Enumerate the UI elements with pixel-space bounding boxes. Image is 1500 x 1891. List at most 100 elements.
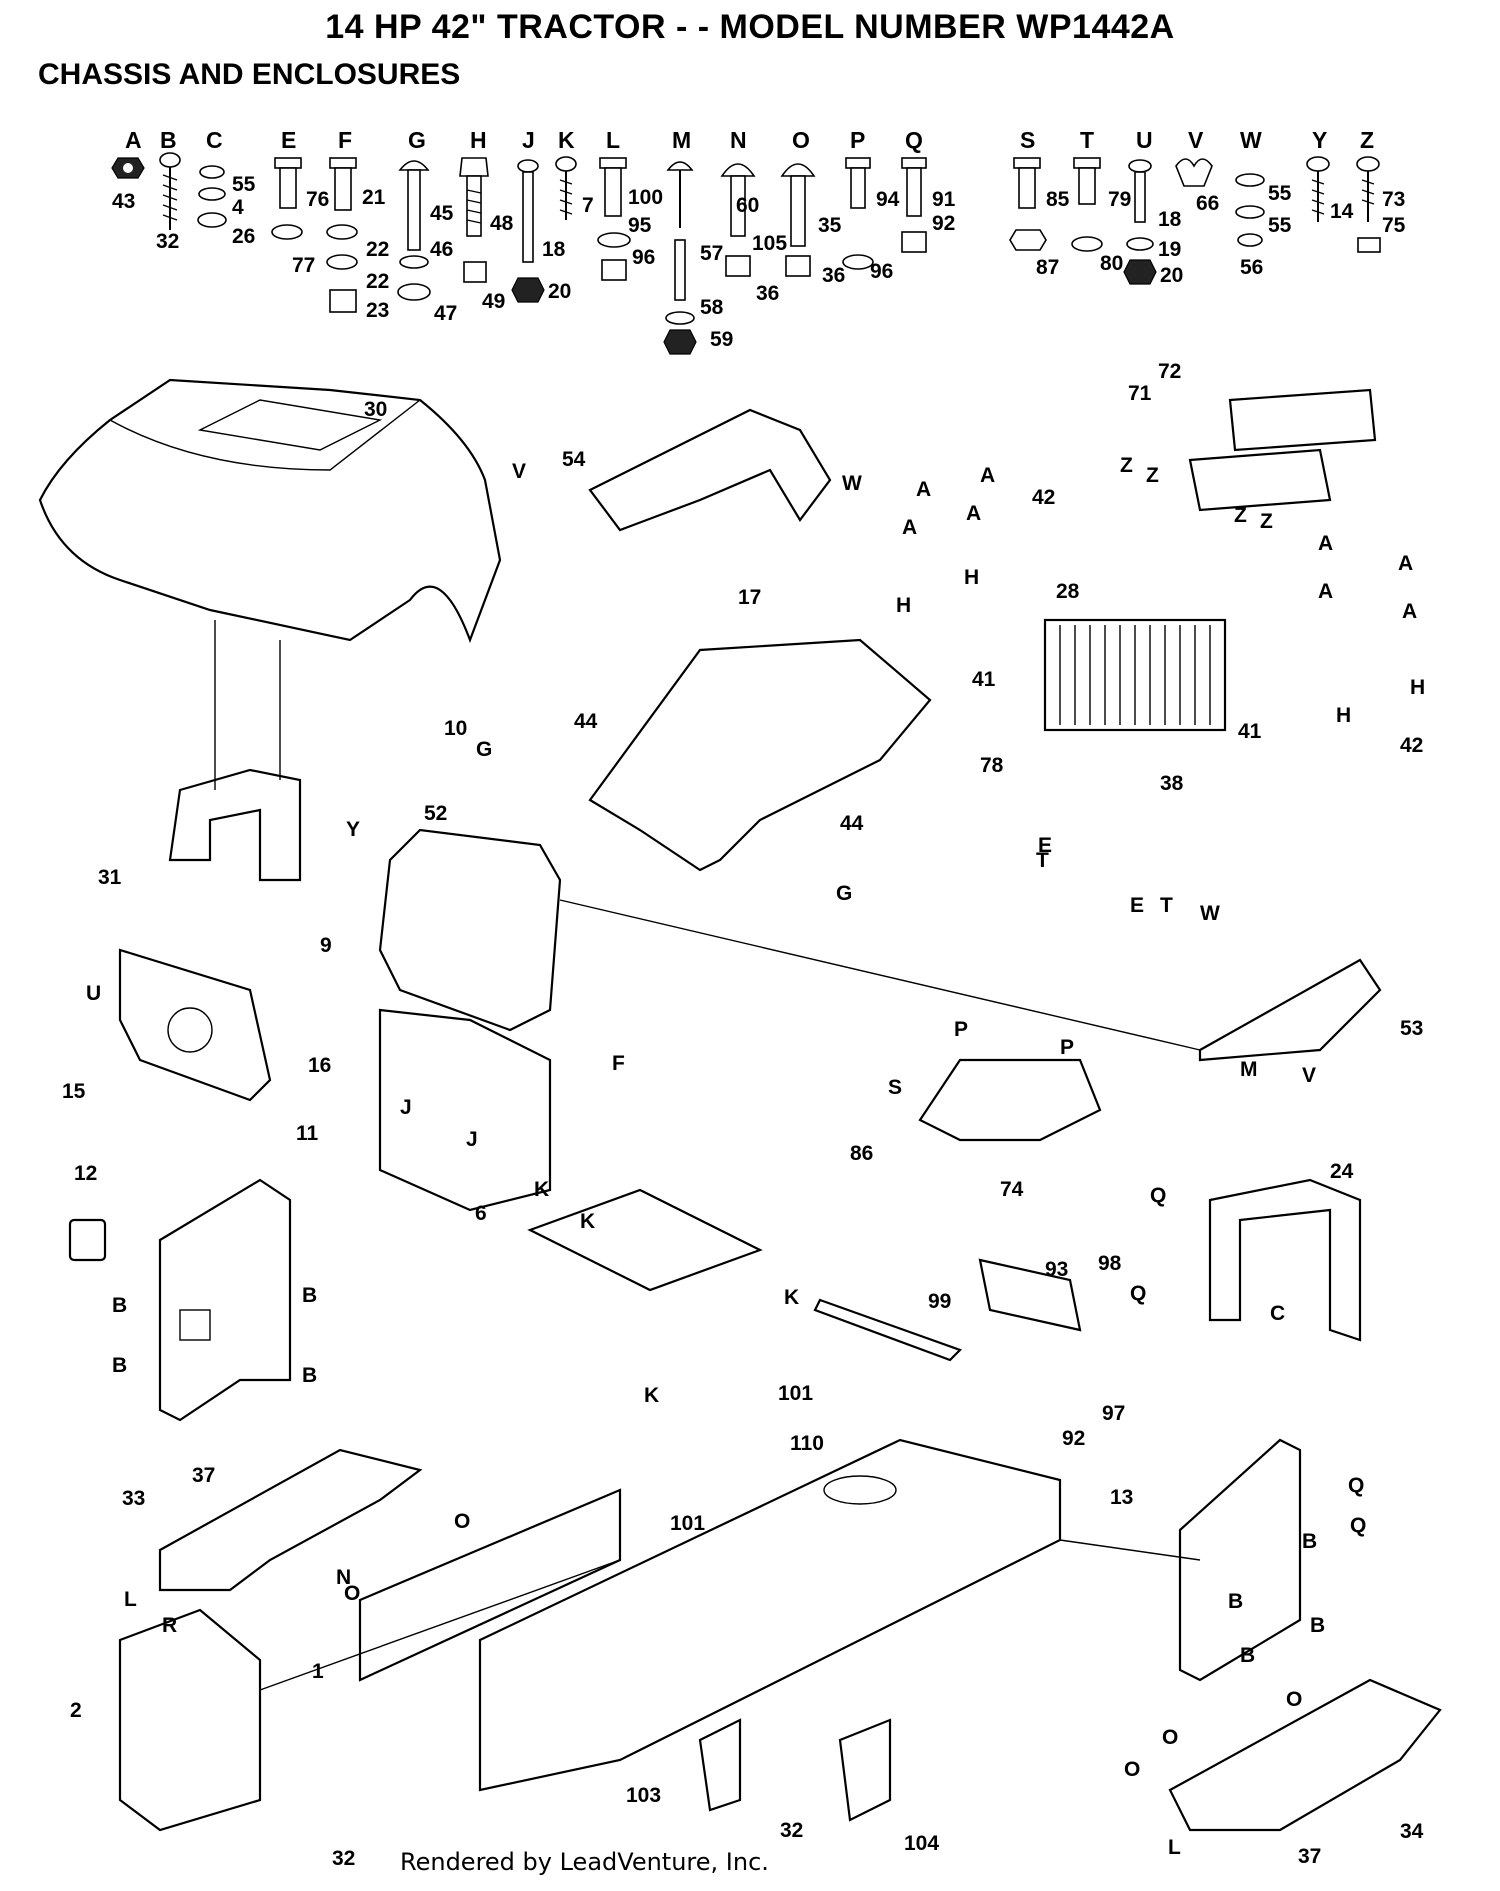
hardware-ref: B — [1228, 1590, 1243, 1613]
part-callout-54: 54 — [562, 448, 586, 471]
hardware-ref: Z — [1146, 464, 1159, 487]
legend-part: 36 — [822, 264, 845, 287]
legend-part: 18 — [542, 238, 566, 261]
hardware-ref: K — [644, 1384, 659, 1407]
part-callout-30: 30 — [364, 398, 387, 421]
part-callout-78: 78 — [980, 754, 1004, 777]
legend-part: 49 — [482, 290, 505, 313]
legend-part: 66 — [1196, 192, 1219, 215]
hood — [38, 378, 502, 644]
rear-guard — [1228, 388, 1377, 452]
legend-letter-j: J — [522, 127, 535, 153]
dash-lower — [378, 1008, 552, 1212]
legend-letter-l: L — [606, 127, 620, 153]
hardware-ref: B — [1302, 1530, 1317, 1553]
legend-letter-p: P — [850, 127, 865, 153]
hardware-ref: H — [896, 594, 911, 617]
bracket — [978, 1258, 1082, 1332]
hardware-ref: H — [1336, 704, 1351, 727]
hardware-ref: O — [344, 1582, 360, 1605]
hardware-ref: T — [1160, 894, 1173, 917]
legend-part: 18 — [1158, 208, 1182, 231]
part-callout-101: 101 — [670, 1512, 705, 1535]
legend-letter-c: C — [206, 127, 223, 153]
hardware-ref: P — [1060, 1036, 1074, 1059]
hardware-sketches — [111, 152, 1381, 355]
part-callout-41: 41 — [1238, 720, 1262, 743]
hardware-ref: A — [980, 464, 995, 487]
legend-part: 55 — [1268, 182, 1292, 205]
legend-part: 56 — [1240, 256, 1263, 279]
hardware-ref: Q — [1348, 1474, 1364, 1497]
legend-part: 75 — [1382, 214, 1406, 237]
hardware-ref: A — [1398, 552, 1413, 575]
hardware-ref: C — [1270, 1302, 1285, 1325]
legend-letter-z: Z — [1360, 127, 1374, 153]
legend-part: 14 — [1330, 200, 1354, 223]
hardware-ref: B — [112, 1294, 127, 1317]
legend-letter-t: T — [1080, 127, 1094, 153]
footrest-left — [158, 1448, 423, 1592]
hardware-ref: A — [916, 478, 931, 501]
hardware-ref: U — [86, 982, 101, 1005]
pedal-bracket-left — [698, 1718, 742, 1812]
part-callout-92: 92 — [1062, 1427, 1085, 1450]
hardware-ref: G — [836, 882, 852, 905]
hardware-ref: Q — [1150, 1184, 1166, 1207]
footer-credit: Rendered by LeadVenture, Inc. — [400, 1848, 769, 1876]
legend-part: 7 — [582, 194, 594, 217]
legend-part: 43 — [112, 190, 135, 213]
part-callout-41: 41 — [972, 668, 996, 691]
part-callout-104: 104 — [904, 1832, 939, 1855]
dash-panel-left — [588, 408, 832, 532]
hardware-ref: Z — [1260, 510, 1273, 533]
hardware-ref: B — [302, 1284, 317, 1307]
legend-letter-o: O — [792, 127, 810, 153]
legend-part: 21 — [362, 186, 386, 209]
hardware-ref: A — [1402, 600, 1417, 623]
legend-part: 80 — [1100, 252, 1123, 275]
part-callout-93: 93 — [1045, 1258, 1068, 1281]
hardware-ref: O — [1124, 1758, 1140, 1781]
hood-bracket — [168, 768, 302, 882]
legend-letter-a: A — [125, 127, 142, 153]
hardware-ref: O — [454, 1510, 470, 1533]
hardware-ref: B — [112, 1354, 127, 1377]
part-callout-13: 13 — [1110, 1486, 1133, 1509]
legend-part: 20 — [1160, 264, 1183, 287]
part-callout-17: 17 — [738, 586, 761, 609]
part-callout-38: 38 — [1160, 772, 1184, 795]
legend-letter-b: B — [160, 127, 177, 153]
hardware-ref: H — [964, 566, 979, 589]
hardware-ref: L — [124, 1588, 137, 1611]
front-plate — [118, 1608, 262, 1832]
part-callout-10: 10 — [444, 717, 467, 740]
legend-part: 95 — [628, 214, 652, 237]
hardware-ref: Z — [1120, 454, 1133, 477]
legend-letter-g: G — [408, 127, 426, 153]
part-callout-44: 44 — [840, 812, 864, 835]
hardware-ref: R — [162, 1614, 177, 1637]
hardware-ref: K — [580, 1210, 595, 1233]
legend-part: 77 — [292, 254, 315, 277]
part-callout-103: 103 — [626, 1784, 661, 1807]
legend-part: 79 — [1108, 188, 1131, 211]
hardware-legend-part-numbers: 43 32 55 4 26 76 77 21 22 22 23 45 46 47… — [112, 173, 1406, 351]
legend-part: 4 — [232, 196, 244, 219]
hardware-ref: S — [888, 1076, 902, 1099]
legend-part: 26 — [232, 225, 255, 248]
plug — [68, 1218, 107, 1262]
part-callout-52: 52 — [424, 802, 447, 825]
part-callout-2: 2 — [70, 1699, 82, 1722]
hardware-ref: A — [1318, 532, 1333, 555]
legend-part: 19 — [1158, 238, 1181, 261]
hardware-ref: Z — [1234, 504, 1247, 527]
mount-plate — [527, 1188, 763, 1292]
hardware-ref: T — [1036, 849, 1049, 872]
legend-letter-w: W — [1240, 127, 1262, 153]
hardware-ref: K — [784, 1286, 799, 1309]
hardware-ref: A — [966, 502, 981, 525]
part-callout-12: 12 — [74, 1162, 97, 1185]
part-callout-98: 98 — [1098, 1252, 1122, 1275]
hardware-ref: W — [1200, 902, 1220, 925]
